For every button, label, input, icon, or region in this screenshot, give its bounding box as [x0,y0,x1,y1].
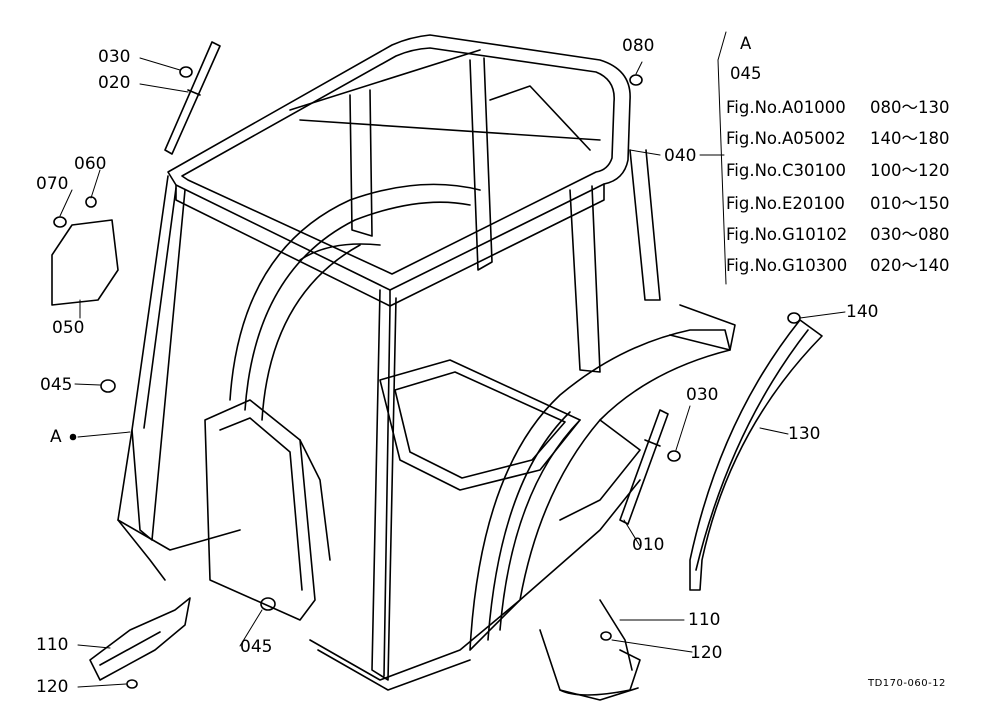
center-front-pillar [371,289,397,681]
callout-130: 130 [788,424,821,444]
callout-110-right: 110 [688,610,721,630]
callout-120-right: 120 [690,643,723,663]
marker-A-dot [69,433,77,441]
ref-row-fig: Fig.No.C30100 [726,161,846,180]
drawing-code: TD170-060-12 [868,678,946,689]
ref-part: 045 [730,64,762,83]
callout-030-top: 030 [98,47,131,67]
ref-row-fig: Fig.No.A01000 [726,98,846,117]
part-020-trim-strip [164,41,221,155]
ref-title: A [740,34,752,53]
callout-060: 060 [74,154,107,174]
callout-080: 080 [622,36,655,56]
ref-row-range: 140～180 [870,129,950,148]
cab-floor [309,359,641,691]
callout-110-left: 110 [36,635,69,655]
callout-030-right: 030 [686,385,719,405]
ref-row-range: 030～080 [870,225,950,244]
part-130-curved-trim [689,319,823,591]
left-console-panel [204,399,331,621]
callout-070: 070 [36,174,69,194]
ref-row-fig: Fig.No.A05002 [726,129,846,148]
roof-frame [167,34,631,307]
callout-040: 040 [664,146,697,166]
callout-020: 020 [98,73,131,93]
part-110-step-right [539,599,641,701]
right-fender-panel [469,304,736,651]
ref-row-fig: Fig.No.G10300 [726,256,848,275]
fasteners [53,66,801,689]
ref-row-fig: Fig.No.E20100 [726,194,845,213]
leader-lines [59,31,846,688]
part-110-step-left [89,597,191,681]
fender-arch [229,183,481,421]
ref-row-range: 100～120 [870,161,950,180]
callout-140: 140 [846,302,879,322]
callout-120-left: 120 [36,677,69,697]
callout-050: 050 [52,318,85,338]
callout-045-left: 045 [40,375,73,395]
callout-010: 010 [632,535,665,555]
part-010-trim-strip [619,409,669,525]
callout-045-bottom: 045 [240,637,273,657]
ref-row-fig: Fig.No.G10102 [726,225,848,244]
part-050-panel [51,219,119,306]
rear-pillars [349,57,661,373]
ref-row-range: 020～140 [870,256,950,275]
ref-row-range: 080～130 [870,98,950,117]
left-front-pillar [117,175,241,581]
callout-A: A [50,427,62,447]
ref-row-range: 010～150 [870,194,950,213]
